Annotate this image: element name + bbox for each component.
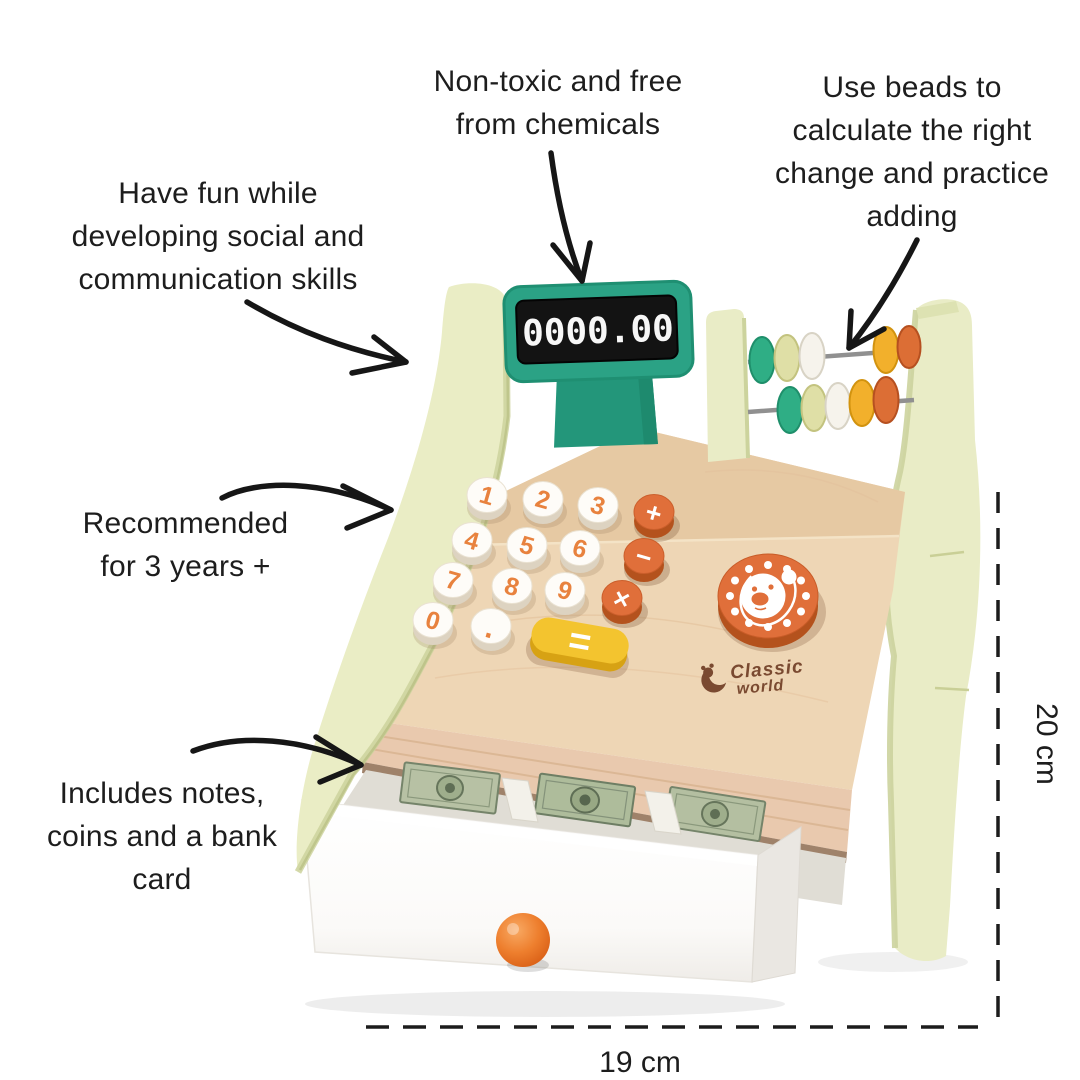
callout-line: Non-toxic and free xyxy=(433,65,683,98)
display-screen xyxy=(515,294,679,365)
right-side-panel xyxy=(883,299,981,962)
drawer-side xyxy=(751,826,802,983)
key-0 xyxy=(412,602,454,638)
money-note xyxy=(399,761,501,815)
cash-drawer xyxy=(301,761,846,983)
key-5 xyxy=(506,527,548,563)
callout-line: Use beads to xyxy=(822,71,1002,104)
bead-green xyxy=(748,336,776,384)
abacus-left-post xyxy=(706,309,748,462)
price-display: 0000.00 xyxy=(502,279,695,448)
callout-line: for 3 years + xyxy=(100,550,271,583)
callout-line: developing social and xyxy=(71,220,365,253)
plus-key xyxy=(633,494,675,530)
display-value: 0000.00 xyxy=(521,308,674,354)
key-1 xyxy=(466,477,508,513)
brand-name-line2: world xyxy=(736,677,785,698)
callout-have-fun: Have fun while developing social and com… xyxy=(38,172,398,301)
bead-white xyxy=(798,332,826,380)
key-9 xyxy=(544,572,586,608)
cash-register: 0000.00 1 2 3 4 5 6 7 xyxy=(294,279,981,1017)
callout-line: from chemicals xyxy=(455,108,661,141)
callout-line: calculate the right xyxy=(792,114,1032,147)
callout-line: Recommended xyxy=(82,507,289,540)
arrow-to-abacus xyxy=(846,237,920,351)
callout-line: communication skills xyxy=(78,263,358,296)
minus-key xyxy=(623,538,665,574)
money-note xyxy=(663,786,767,842)
width-dimension-label: 19 cm xyxy=(599,1046,681,1079)
bead-cream xyxy=(800,384,828,432)
drawer-knob xyxy=(496,913,550,967)
keypad: 1 2 3 4 5 6 7 8 9 0 xyxy=(412,477,680,679)
arrow-to-display xyxy=(548,150,593,284)
key-decimal xyxy=(470,608,512,644)
bear-face-icon xyxy=(740,569,797,619)
key-6 xyxy=(559,530,601,566)
arrow-to-body xyxy=(244,299,409,376)
callout-line: Have fun while xyxy=(118,177,318,210)
bead-green xyxy=(776,386,804,434)
callout-line: coins and a bank xyxy=(46,820,278,853)
callout-line: adding xyxy=(866,200,958,233)
drawer-shadow xyxy=(305,991,785,1017)
brand-logo: Classic world xyxy=(701,656,804,698)
bead-yellow xyxy=(848,379,876,427)
key-4 xyxy=(451,522,493,558)
callout-line: card xyxy=(132,863,192,896)
bear-dial xyxy=(717,553,826,652)
bead-orange xyxy=(872,376,900,424)
callout-use-beads: Use beads to calculate the right change … xyxy=(742,66,1080,238)
multiply-key xyxy=(601,580,643,616)
equals-key: = xyxy=(525,617,629,679)
money-note xyxy=(533,772,637,828)
key-7 xyxy=(432,562,474,598)
arrow-to-keypad xyxy=(219,482,394,531)
callout-line: change and practice xyxy=(775,157,1049,190)
bead-orange xyxy=(896,325,922,369)
key-3 xyxy=(577,487,619,523)
key-8 xyxy=(491,568,533,604)
bead-white xyxy=(824,382,852,430)
abacus xyxy=(706,309,922,462)
key-2 xyxy=(522,481,564,517)
arrow-to-drawer xyxy=(190,734,364,785)
height-dimension-label: 20 cm xyxy=(1030,703,1063,785)
drawer-divider xyxy=(644,790,682,835)
bead-cream xyxy=(773,334,801,382)
callout-includes: Includes notes, coins and a bank card xyxy=(12,772,312,901)
drawer-divider xyxy=(501,777,539,823)
callout-line: Includes notes, xyxy=(59,777,265,810)
callout-non-toxic: Non-toxic and free from chemicals xyxy=(382,60,734,146)
brand-bear-icon xyxy=(701,663,730,693)
callout-recommended: Recommended for 3 years + xyxy=(28,502,343,588)
